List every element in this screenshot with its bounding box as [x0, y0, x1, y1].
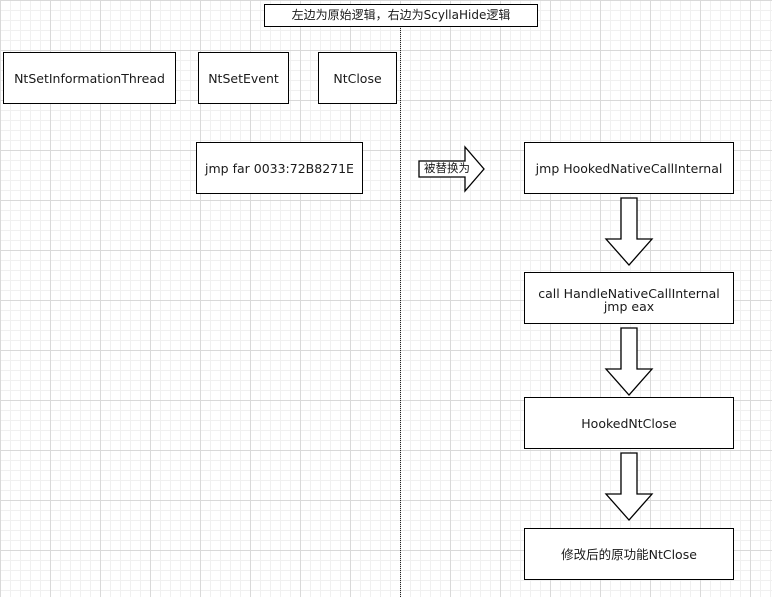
box-modified-nt-close: 修改后的原功能NtClose — [524, 528, 734, 580]
box-modified-nt-close-label: 修改后的原功能NtClose — [561, 546, 697, 562]
box-call-handle-native-call-internal: call HandleNativeCallInternal jmp eax — [524, 272, 734, 324]
box-jmp-hooked-native-call-internal: jmp HookedNativeCallInternal — [524, 142, 734, 194]
box-nt-set-information-thread-label: NtSetInformationThread — [14, 70, 165, 86]
replace-arrow-label: 被替换为 — [424, 161, 470, 175]
box-nt-set-event: NtSetEvent — [198, 52, 289, 104]
box-call-handle-native-call-internal-line2: jmp eax — [603, 299, 655, 314]
replace-arrow-icon — [418, 145, 485, 193]
title-text: 左边为原始逻辑，右边为ScyllaHide逻辑 — [291, 8, 511, 22]
box-jmp-far: jmp far 0033:72B8271E — [196, 142, 363, 194]
box-jmp-hooked-native-call-internal-label: jmp HookedNativeCallInternal — [535, 160, 723, 176]
box-call-handle-native-call-internal-lines: call HandleNativeCallInternal jmp eax — [538, 287, 720, 313]
down-arrow-icon-2 — [604, 327, 654, 396]
box-hooked-nt-close: HookedNtClose — [524, 397, 734, 449]
box-nt-close-label: NtClose — [333, 70, 382, 86]
box-hooked-nt-close-label: HookedNtClose — [581, 415, 677, 431]
box-call-handle-native-call-internal-line1: call HandleNativeCallInternal — [538, 286, 720, 301]
title-box: 左边为原始逻辑，右边为ScyllaHide逻辑 — [264, 4, 538, 27]
box-nt-set-information-thread: NtSetInformationThread — [3, 52, 176, 104]
box-nt-close: NtClose — [318, 52, 397, 104]
down-arrow-icon-3 — [604, 452, 654, 521]
center-divider — [400, 28, 401, 597]
box-jmp-far-label: jmp far 0033:72B8271E — [205, 160, 354, 176]
down-arrow-icon-1 — [604, 197, 654, 266]
box-nt-set-event-label: NtSetEvent — [208, 70, 279, 86]
